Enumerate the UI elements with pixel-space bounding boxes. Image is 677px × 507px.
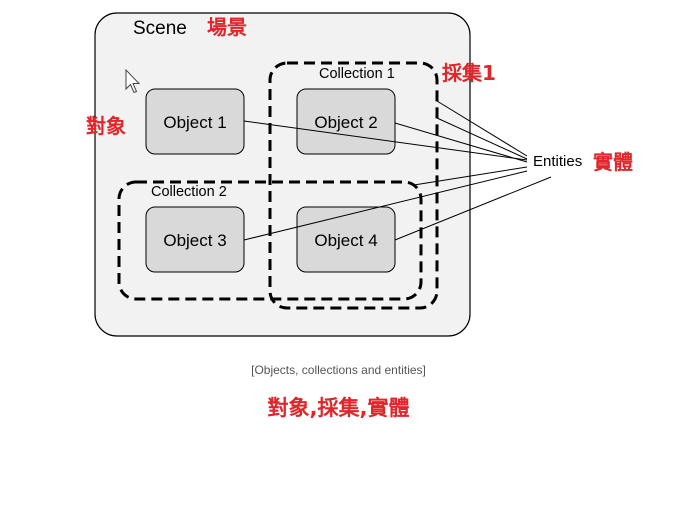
connector-collection-1-top — [436, 100, 528, 157]
object-1-label: Object 1 — [163, 113, 226, 132]
connector-object-4 — [394, 176, 552, 241]
mouse-pointer-icon — [125, 68, 141, 94]
figure-caption: [Objects, collections and entities] — [251, 363, 426, 377]
entity-connector-lines — [243, 100, 552, 241]
collection-1-box — [268, 61, 439, 310]
object-4-label: Object 4 — [314, 231, 377, 250]
connector-object-1 — [243, 120, 528, 161]
connector-object-2 — [394, 122, 528, 163]
collection-2-label: Collection 2 — [151, 184, 227, 200]
scene-label: Scene — [133, 18, 187, 39]
figure-caption-cn: 對象,採集,實體 — [267, 396, 410, 420]
object-2-box — [296, 88, 396, 155]
object-3-label: Object 3 — [163, 231, 226, 250]
scene-label-cn: 場景 — [207, 15, 247, 39]
entities-label-cn: 實體 — [593, 150, 633, 174]
collection-1-label-cn: 採集1 — [442, 61, 496, 85]
collection-2-box — [117, 180, 423, 301]
connector-collection-1-bottom — [436, 117, 528, 160]
connector-object-3 — [243, 170, 528, 241]
object-label-cn: 對象 — [86, 114, 126, 138]
object-2-label: Object 2 — [314, 113, 377, 132]
scene-box — [94, 12, 471, 337]
entities-label: Entities — [533, 153, 582, 170]
connector-collection-2 — [413, 166, 528, 186]
collection-1-label: Collection 1 — [319, 66, 395, 82]
